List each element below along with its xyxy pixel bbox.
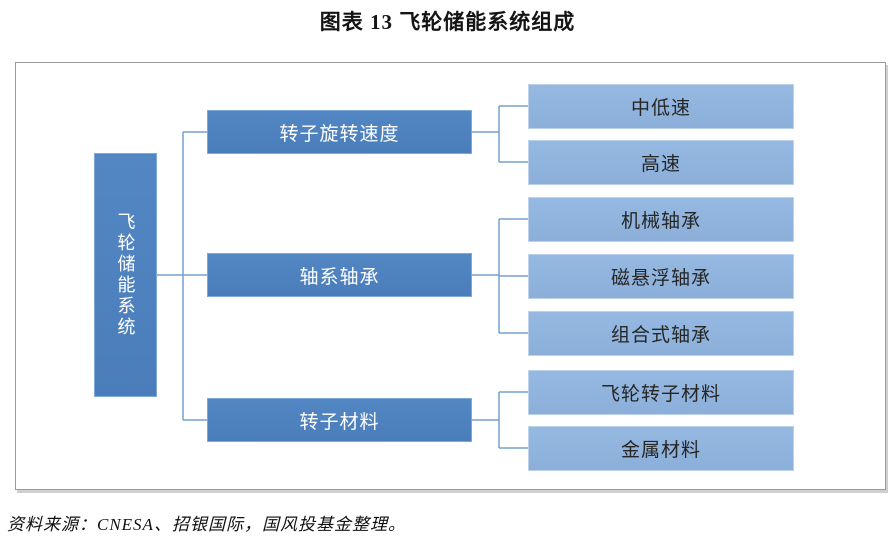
branch-node-rotor-material: 转子材料 xyxy=(207,398,472,442)
branch-node-rotor-speed: 转子旋转速度 xyxy=(207,110,472,154)
branch-node-label: 转子材料 xyxy=(299,411,380,433)
leaf-node-medium-low-speed: 中低速 xyxy=(528,84,794,129)
leaf-node-combined-bearing: 组合式轴承 xyxy=(528,311,794,356)
leaf-node-label: 中低速 xyxy=(630,98,691,119)
source-note: 资料来源：CNESA、招银国际，国风投基金整理。 xyxy=(7,515,406,534)
branch-node-label: 转子旋转速度 xyxy=(279,123,400,145)
branch-node-label: 轴系轴承 xyxy=(299,266,380,288)
leaf-node-metal-material: 金属材料 xyxy=(528,426,794,471)
leaf-node-mechanical-bearing: 机械轴承 xyxy=(528,197,794,242)
leaf-node-label: 组合式轴承 xyxy=(610,325,711,346)
leaf-node-label: 金属材料 xyxy=(620,440,701,461)
branch-node-shaft-bearing: 轴系轴承 xyxy=(207,253,472,297)
leaf-node-flywheel-rotor-material: 飞轮转子材料 xyxy=(528,370,794,415)
leaf-node-label: 高速 xyxy=(640,154,681,175)
figure-title: 图表 13 飞轮储能系统组成 xyxy=(319,10,576,34)
root-node-label: 飞轮储能系统 xyxy=(115,212,136,338)
leaf-node-label: 飞轮转子材料 xyxy=(600,384,721,405)
leaf-node-label: 磁悬浮轴承 xyxy=(610,268,711,289)
leaf-node-magnetic-levitation-bearing: 磁悬浮轴承 xyxy=(528,254,794,299)
leaf-node-label: 机械轴承 xyxy=(620,211,701,232)
root-node-flywheel-system: 飞轮储能系统 xyxy=(94,153,157,397)
diagram-frame: 飞轮储能系统 转子旋转速度 轴系轴承 转子材料 中低速 高速 机械轴承 磁悬浮轴… xyxy=(15,62,886,490)
leaf-node-high-speed: 高速 xyxy=(528,140,794,185)
